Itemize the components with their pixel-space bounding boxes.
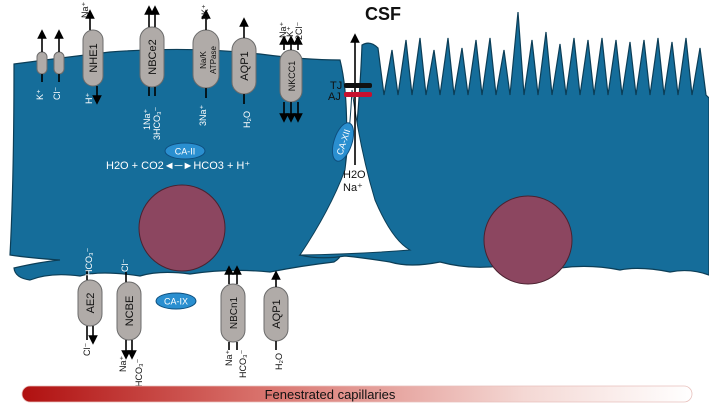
fenestrated-capillary-bar	[21, 385, 693, 403]
left-nucleus	[138, 184, 226, 272]
k-channel: K⁺	[35, 29, 48, 100]
svg-text:Cl⁻: Cl⁻	[82, 343, 92, 356]
adherens-junction	[344, 92, 372, 97]
svg-text:AE2: AE2	[85, 293, 97, 314]
svg-text:H⁺: H⁺	[84, 93, 94, 104]
svg-text:K⁺: K⁺	[285, 26, 295, 37]
tight-junction	[344, 83, 372, 88]
svg-text:CA-IX: CA-IX	[164, 297, 188, 307]
svg-text:2HCO₃⁻: 2HCO₃⁻	[134, 358, 144, 392]
reaction-equation: H2O + CO2◄─►HCO3 + H⁺	[106, 160, 250, 172]
svg-text:1Na⁺: 1Na⁺	[142, 108, 152, 130]
svg-text:ATPase: ATPase	[209, 46, 218, 74]
svg-text:Na⁺: Na⁺	[278, 21, 288, 38]
svg-text:NKCC1: NKCC1	[287, 61, 297, 92]
lateral-intercellular-space	[299, 89, 412, 256]
svg-text:NBCn1: NBCn1	[229, 296, 240, 329]
paracellular-h2o: H2O	[343, 169, 366, 181]
aj-label: AJ	[328, 91, 341, 103]
right-epithelial-cell	[298, 11, 709, 276]
svg-text:NHE1: NHE1	[88, 43, 100, 72]
svg-text:HCO₃⁻: HCO₃⁻	[238, 349, 248, 378]
svg-text:Na⁺: Na⁺	[118, 355, 128, 372]
svg-text:HCO₃⁻: HCO₃⁻	[84, 247, 94, 276]
ae2-transporter: AE2 HCO₃⁻ Cl⁻	[77, 247, 103, 356]
tj-label: TJ	[330, 80, 342, 92]
svg-text:AQP1: AQP1	[271, 299, 283, 328]
ca12-enzyme: CA-XII	[331, 122, 355, 162]
svg-text:Na⁺: Na⁺	[80, 1, 90, 18]
ncbe-transporter: NCBE Cl⁻ Na⁺ 2HCO₃⁻	[116, 259, 144, 392]
svg-text:Cl⁻: Cl⁻	[52, 87, 62, 100]
csf-title: CSF	[365, 4, 401, 24]
svg-text:Cl⁻: Cl⁻	[120, 259, 130, 272]
svg-text:K⁺: K⁺	[35, 89, 45, 100]
svg-text:NCBE: NCBE	[124, 296, 136, 327]
paracellular-na: Na⁺	[343, 182, 363, 194]
svg-text:Na/K: Na/K	[199, 50, 208, 68]
svg-text:AQP1: AQP1	[239, 51, 251, 80]
svg-text:Na⁺: Na⁺	[224, 349, 234, 366]
svg-text:CA-II: CA-II	[175, 147, 196, 157]
nhe1-transporter: NHE1 Na⁺ H⁺	[80, 1, 104, 105]
svg-text:2Cl⁻: 2Cl⁻	[294, 21, 304, 40]
svg-text:H₂O: H₂O	[274, 353, 284, 370]
nbcn1-transporter: NBCn1 Na⁺ HCO₃⁻	[220, 265, 248, 378]
aqp1-apical: AQP1 H₂O	[231, 17, 257, 128]
nkcc1-transporter: NKCC1 Na⁺ K⁺ 2Cl⁻	[278, 21, 304, 123]
ca2-enzyme: CA-II	[164, 142, 206, 160]
svg-text:3Na⁺: 3Na⁺	[198, 104, 208, 126]
svg-text:2K⁺: 2K⁺	[200, 4, 210, 20]
ca9-enzyme: CA-IX	[155, 292, 197, 310]
svg-text:H₂O: H₂O	[242, 111, 252, 128]
nbce2-transporter: NBCe2 1Na⁺ 3HCO₃⁻	[139, 5, 165, 140]
fenestrated-capillaries-label: Fenestrated capillaries	[265, 387, 396, 402]
svg-text:3HCO₃⁻: 3HCO₃⁻	[152, 106, 162, 140]
cl-channel: Cl⁻	[52, 29, 65, 100]
aqp1-basolateral: AQP1 H₂O	[263, 270, 289, 370]
svg-text:NBCe2: NBCe2	[147, 39, 159, 74]
right-nucleus	[483, 195, 573, 285]
nak-atpase: Na/K ATPase 2K⁺ 3Na⁺	[192, 4, 220, 126]
